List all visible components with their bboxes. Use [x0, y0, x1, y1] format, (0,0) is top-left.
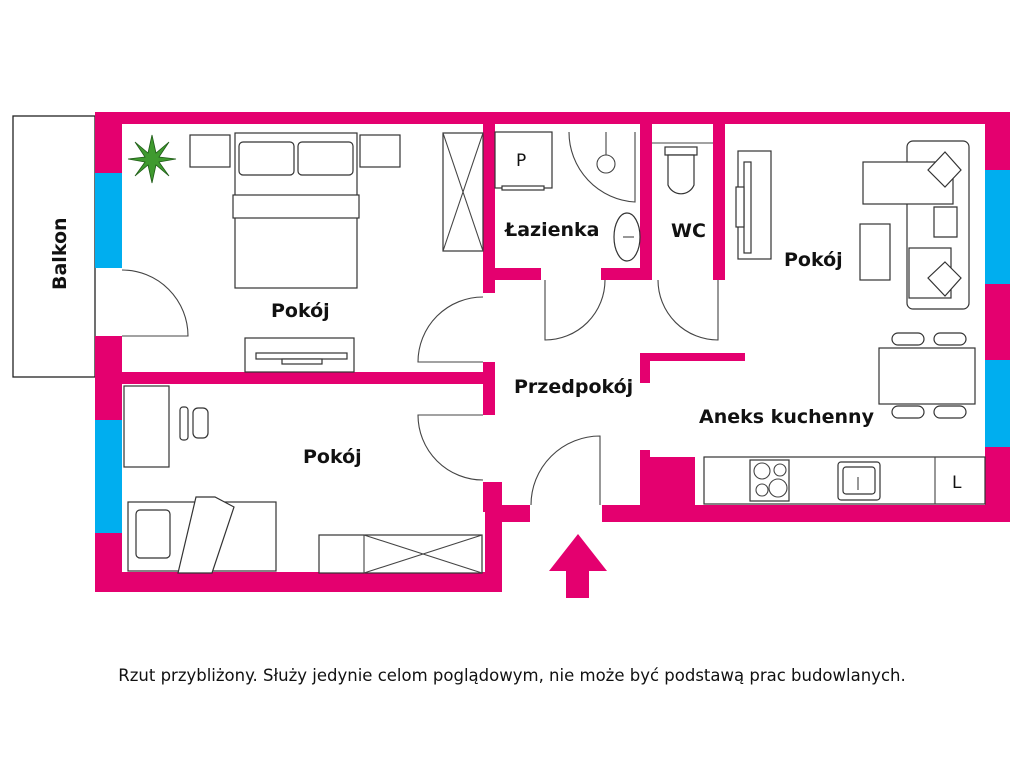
doors	[121, 269, 719, 506]
window	[95, 173, 122, 268]
windows	[95, 170, 1010, 533]
plant-icon	[127, 134, 177, 184]
label-aneks-kuchenny: Aneks kuchenny	[699, 406, 875, 428]
furniture-wc	[652, 142, 713, 195]
label-balkon: Balkon	[49, 217, 71, 290]
fridge-label: L	[952, 473, 962, 493]
balcony-outline	[12, 115, 96, 378]
label-przedpokoj: Przedpokój	[514, 376, 633, 398]
entrance-arrow-icon	[549, 534, 607, 598]
label-wc: WC	[671, 220, 706, 242]
furniture-kitchen	[703, 456, 986, 505]
label-pokoj-bottom: Pokój	[303, 446, 362, 468]
disclaimer-text: Rzut przybliżony. Służy jedynie celom po…	[118, 666, 906, 685]
label-lazienka: Łazienka	[504, 219, 599, 241]
furniture-bedroom-top	[127, 132, 484, 373]
label-pokoj-living: Pokój	[784, 249, 843, 271]
walls	[95, 112, 1010, 592]
furniture-bedroom-bottom	[123, 385, 483, 574]
window	[985, 360, 1010, 447]
window	[985, 170, 1010, 284]
washing-machine-label: P	[516, 151, 526, 171]
furniture-bathroom	[494, 131, 641, 262]
furniture-living	[735, 140, 976, 419]
window	[95, 420, 122, 533]
label-pokoj-top: Pokój	[271, 300, 330, 322]
